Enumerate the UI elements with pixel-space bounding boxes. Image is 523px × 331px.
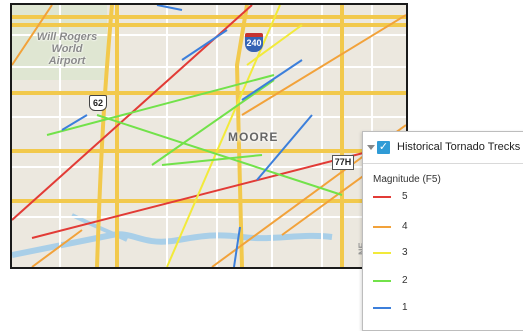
track-f3 [246, 24, 303, 66]
track-f1 [233, 226, 241, 267]
legend-item: 2 [373, 274, 523, 288]
tornado-tracks [12, 5, 406, 267]
legend-swatch [373, 226, 391, 228]
legend-item: 1 [373, 301, 523, 315]
legend-item-label: 4 [402, 221, 408, 232]
airport-label: Will Rogers World Airport [32, 31, 102, 67]
layer-visibility-checkbox[interactable]: ✓ [377, 141, 390, 154]
track-f2 [151, 79, 275, 166]
map-view[interactable]: Will Rogers World Airport MOORE 62 240 7… [10, 3, 408, 269]
legend-item-label: 3 [402, 247, 408, 258]
interstate-shield: 240 [245, 33, 263, 52]
legend-swatch [373, 196, 391, 198]
legend-item: 3 [373, 246, 523, 260]
state-highway-shield: 77H [332, 155, 354, 170]
legend-field-label: Magnitude (F5) [373, 174, 441, 185]
track-f1 [256, 114, 313, 181]
legend-item-label: 1 [402, 302, 408, 313]
track-f4 [31, 229, 83, 267]
track-f2 [46, 74, 275, 136]
track-f4 [241, 14, 406, 116]
legend-swatch [373, 280, 391, 282]
track-f2 [96, 114, 343, 196]
track-f4 [12, 5, 53, 66]
legend-layer-header[interactable]: ✓ Historical Tornado Trecks [363, 132, 523, 164]
legend-item-label: 2 [402, 275, 408, 286]
us-route-shield: 62 [89, 95, 107, 111]
legend-layer-title: Historical Tornado Trecks [397, 141, 521, 153]
caret-down-icon[interactable] [367, 145, 375, 150]
track-f2 [161, 154, 263, 166]
river [12, 231, 333, 258]
track-f1 [181, 29, 228, 61]
legend-item-label: 5 [402, 191, 408, 202]
track-f1 [61, 114, 88, 131]
airport-label-line1: Will Rogers [36, 31, 98, 43]
map-canvas[interactable] [12, 5, 406, 267]
track-f1 [241, 59, 303, 101]
airport-label-line2: World Airport [48, 43, 86, 67]
track-f1 [156, 5, 183, 11]
legend-swatch [373, 252, 391, 254]
legend-item: 5 [373, 190, 523, 204]
legend-panel: ✓ Historical Tornado Trecks Magnitude (F… [362, 131, 523, 331]
city-label: MOORE [228, 130, 279, 144]
legend-swatch [373, 307, 391, 309]
legend-item: 4 [373, 220, 523, 234]
checkmark-icon: ✓ [378, 141, 389, 153]
